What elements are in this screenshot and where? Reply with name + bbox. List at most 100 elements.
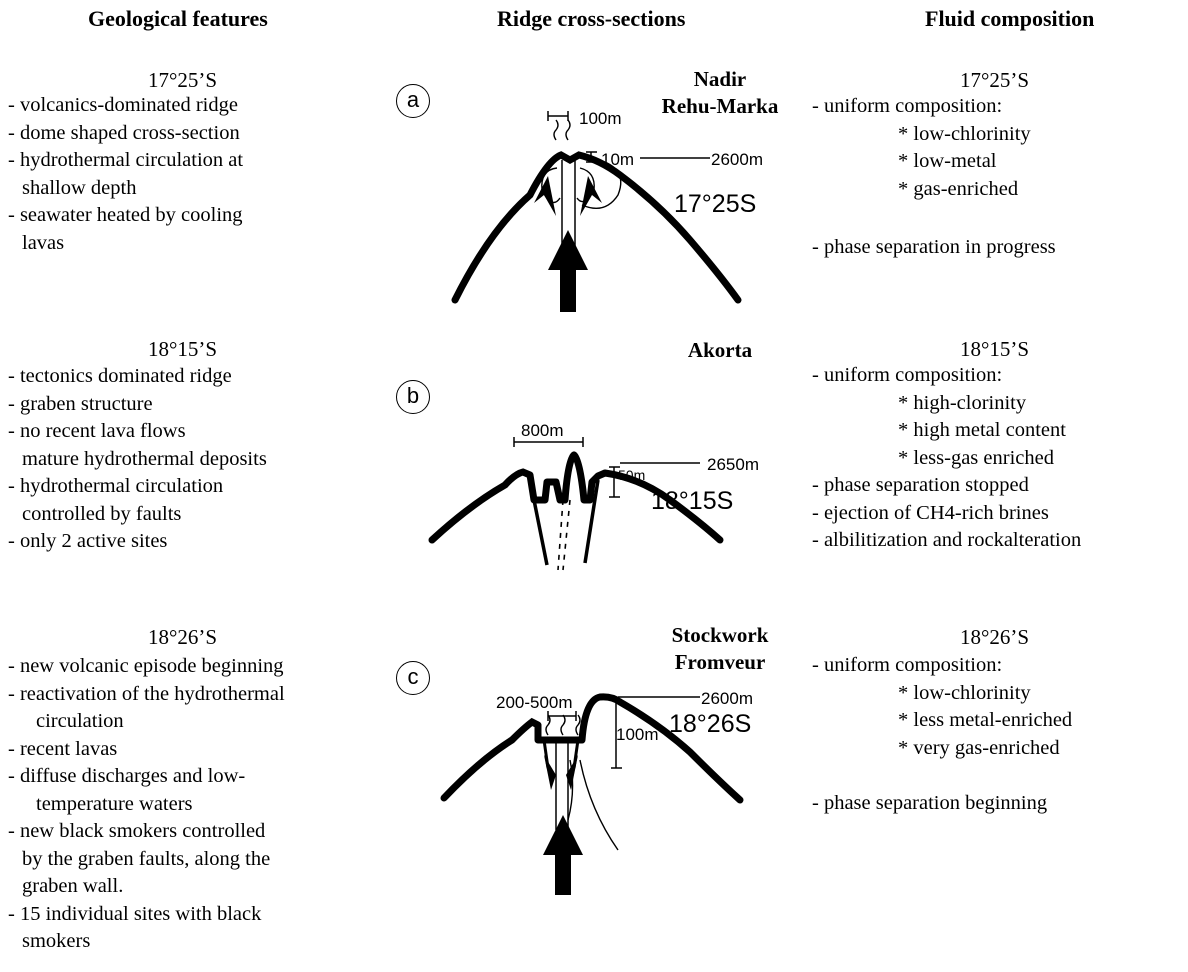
fluid-latitude-b: 18°15’S (960, 337, 1030, 361)
ridge-profile (451, 151, 742, 304)
plume (560, 714, 566, 736)
conduit (555, 740, 569, 830)
fluid-latitude-a: 17°25’S (960, 68, 1030, 92)
fault-wedge (534, 176, 556, 216)
fault-wedge (580, 176, 602, 216)
site-name-line: Akorta (687, 338, 753, 362)
geo-item: mature hydrothermal deposits (22, 447, 267, 470)
site-name-c: Stockwork Fromveur (620, 622, 820, 676)
fluid-item: * less-gas enriched (898, 446, 1054, 469)
site-name-a: Nadir Rehu-Marka (620, 66, 820, 120)
section-latitude-b: 18°15S (651, 487, 733, 515)
fluid-path (579, 759, 619, 851)
ridge-profile (440, 717, 542, 802)
site-name-line: Rehu-Marka (661, 94, 779, 118)
scale-bar (547, 711, 577, 721)
fluid-list-b: - uniform composition: * high-clorinity … (812, 362, 1081, 555)
geo-item: smokers (22, 930, 91, 952)
fluid-item: - phase separation in progress (812, 235, 1056, 258)
geo-item: graben wall. (22, 875, 124, 897)
fluid-list-c: - uniform composition: * low-chlorinity … (812, 652, 1072, 817)
geo-item: - reactivation of the hydrothermal (8, 682, 285, 705)
geo-item: temperature waters (36, 792, 193, 815)
fluid-item: * low-chlorinity (898, 681, 1031, 704)
ridge-profile (601, 469, 724, 544)
cross-section-b (428, 437, 724, 571)
fluid-list-a: - uniform composition: * low-chlorinity … (812, 93, 1056, 261)
panel-label-c: c (396, 661, 430, 695)
plume (545, 714, 551, 736)
header-fluid-composition: Fluid composition (925, 6, 1095, 31)
geo-item: controlled by faults (22, 502, 182, 525)
geo-item: - only 2 active sites (8, 530, 168, 552)
fluid-path (567, 759, 574, 821)
fluid-item: - uniform composition: (812, 364, 1003, 386)
depth-label-c: 2600m (701, 689, 753, 708)
geo-item: - tectonics dominated ridge (8, 365, 232, 387)
ridge-profile (616, 698, 744, 804)
depth-label-b: 2650m (707, 455, 759, 474)
section-latitude-c: 18°26S (669, 710, 751, 738)
geo-item: - volcanics-dominated ridge (8, 94, 238, 116)
geo-list-c: - new volcanic episode beginning - react… (8, 653, 285, 956)
width-label-b: 800m (521, 421, 564, 440)
geo-item: - recent lavas (8, 737, 118, 760)
fluid-item: * low-metal (898, 150, 997, 172)
geo-latitude-a: 17°25’S (148, 68, 218, 92)
geo-item: - dome shaped cross-section (8, 121, 240, 144)
fluid-item: * high-clorinity (898, 391, 1027, 414)
depth-small-label-b: 50m (618, 467, 645, 483)
depth-bar (609, 466, 620, 498)
geo-item: - diffuse discharges and low- (8, 765, 246, 787)
plume (565, 119, 571, 141)
geo-item: - hydrothermal circulation (8, 475, 224, 497)
cross-section-a-fill (534, 176, 602, 312)
depth-bar (611, 697, 622, 769)
width-label-c: 200-500m (496, 693, 573, 712)
scale-bar (513, 437, 584, 447)
site-name-line: Fromveur (674, 650, 766, 674)
width-label-a: 100m (579, 109, 622, 128)
circulation-loop (581, 157, 622, 209)
cross-section-c (440, 693, 744, 851)
fluid-item: - uniform composition: (812, 95, 1003, 117)
fluid-item: * less metal-enriched (898, 709, 1073, 731)
depth-label-a: 2600m (711, 150, 763, 169)
graben-floor (526, 451, 607, 504)
geo-item: shallow depth (22, 176, 137, 199)
section-latitude-a: 17°25S (674, 190, 756, 218)
fault (583, 479, 600, 564)
header-geological-features: Geological features (88, 6, 268, 31)
geo-item: - seawater heated by cooling (8, 204, 243, 226)
panel-label-a: a (396, 84, 430, 118)
fluid-item: - albilitization and rockalteration (812, 529, 1082, 551)
geo-item: - no recent lava flows (8, 420, 186, 442)
header-ridge-cross-sections: Ridge cross-sections (497, 6, 686, 31)
geo-item: - graben structure (8, 392, 153, 415)
fluid-item: - phase separation stopped (812, 474, 1029, 496)
geo-item: - 15 individual sites with black (8, 902, 262, 925)
cross-section-c-fill (543, 755, 583, 895)
fluid-item: * very gas-enriched (898, 736, 1060, 759)
fluid-latitude-c: 18°26’S (960, 625, 1030, 649)
fluid-item: - uniform composition: (812, 654, 1003, 676)
scale-bar (547, 111, 569, 121)
geo-item: - hydrothermal circulation at (8, 149, 244, 171)
upwelling-arrow (543, 815, 583, 895)
fluid-item: - ejection of CH4-rich brines (812, 501, 1049, 524)
geo-item: lavas (22, 231, 65, 254)
geo-item: circulation (36, 710, 124, 732)
geo-item: - new black smokers controlled (8, 820, 266, 842)
geo-item: by the graben faults, along the (22, 847, 271, 870)
fluid-item: * gas-enriched (898, 177, 1019, 200)
geo-latitude-b: 18°15’S (148, 337, 218, 361)
graben-floor (534, 693, 623, 744)
panel-label-b: b (396, 380, 430, 414)
depth-bar (586, 151, 597, 163)
upwelling-arrow (548, 230, 588, 312)
site-name-line: Stockwork (671, 623, 769, 647)
fault (528, 479, 549, 566)
fluid-item: - phase separation beginning (812, 791, 1048, 814)
dashed-conduit (557, 499, 564, 571)
